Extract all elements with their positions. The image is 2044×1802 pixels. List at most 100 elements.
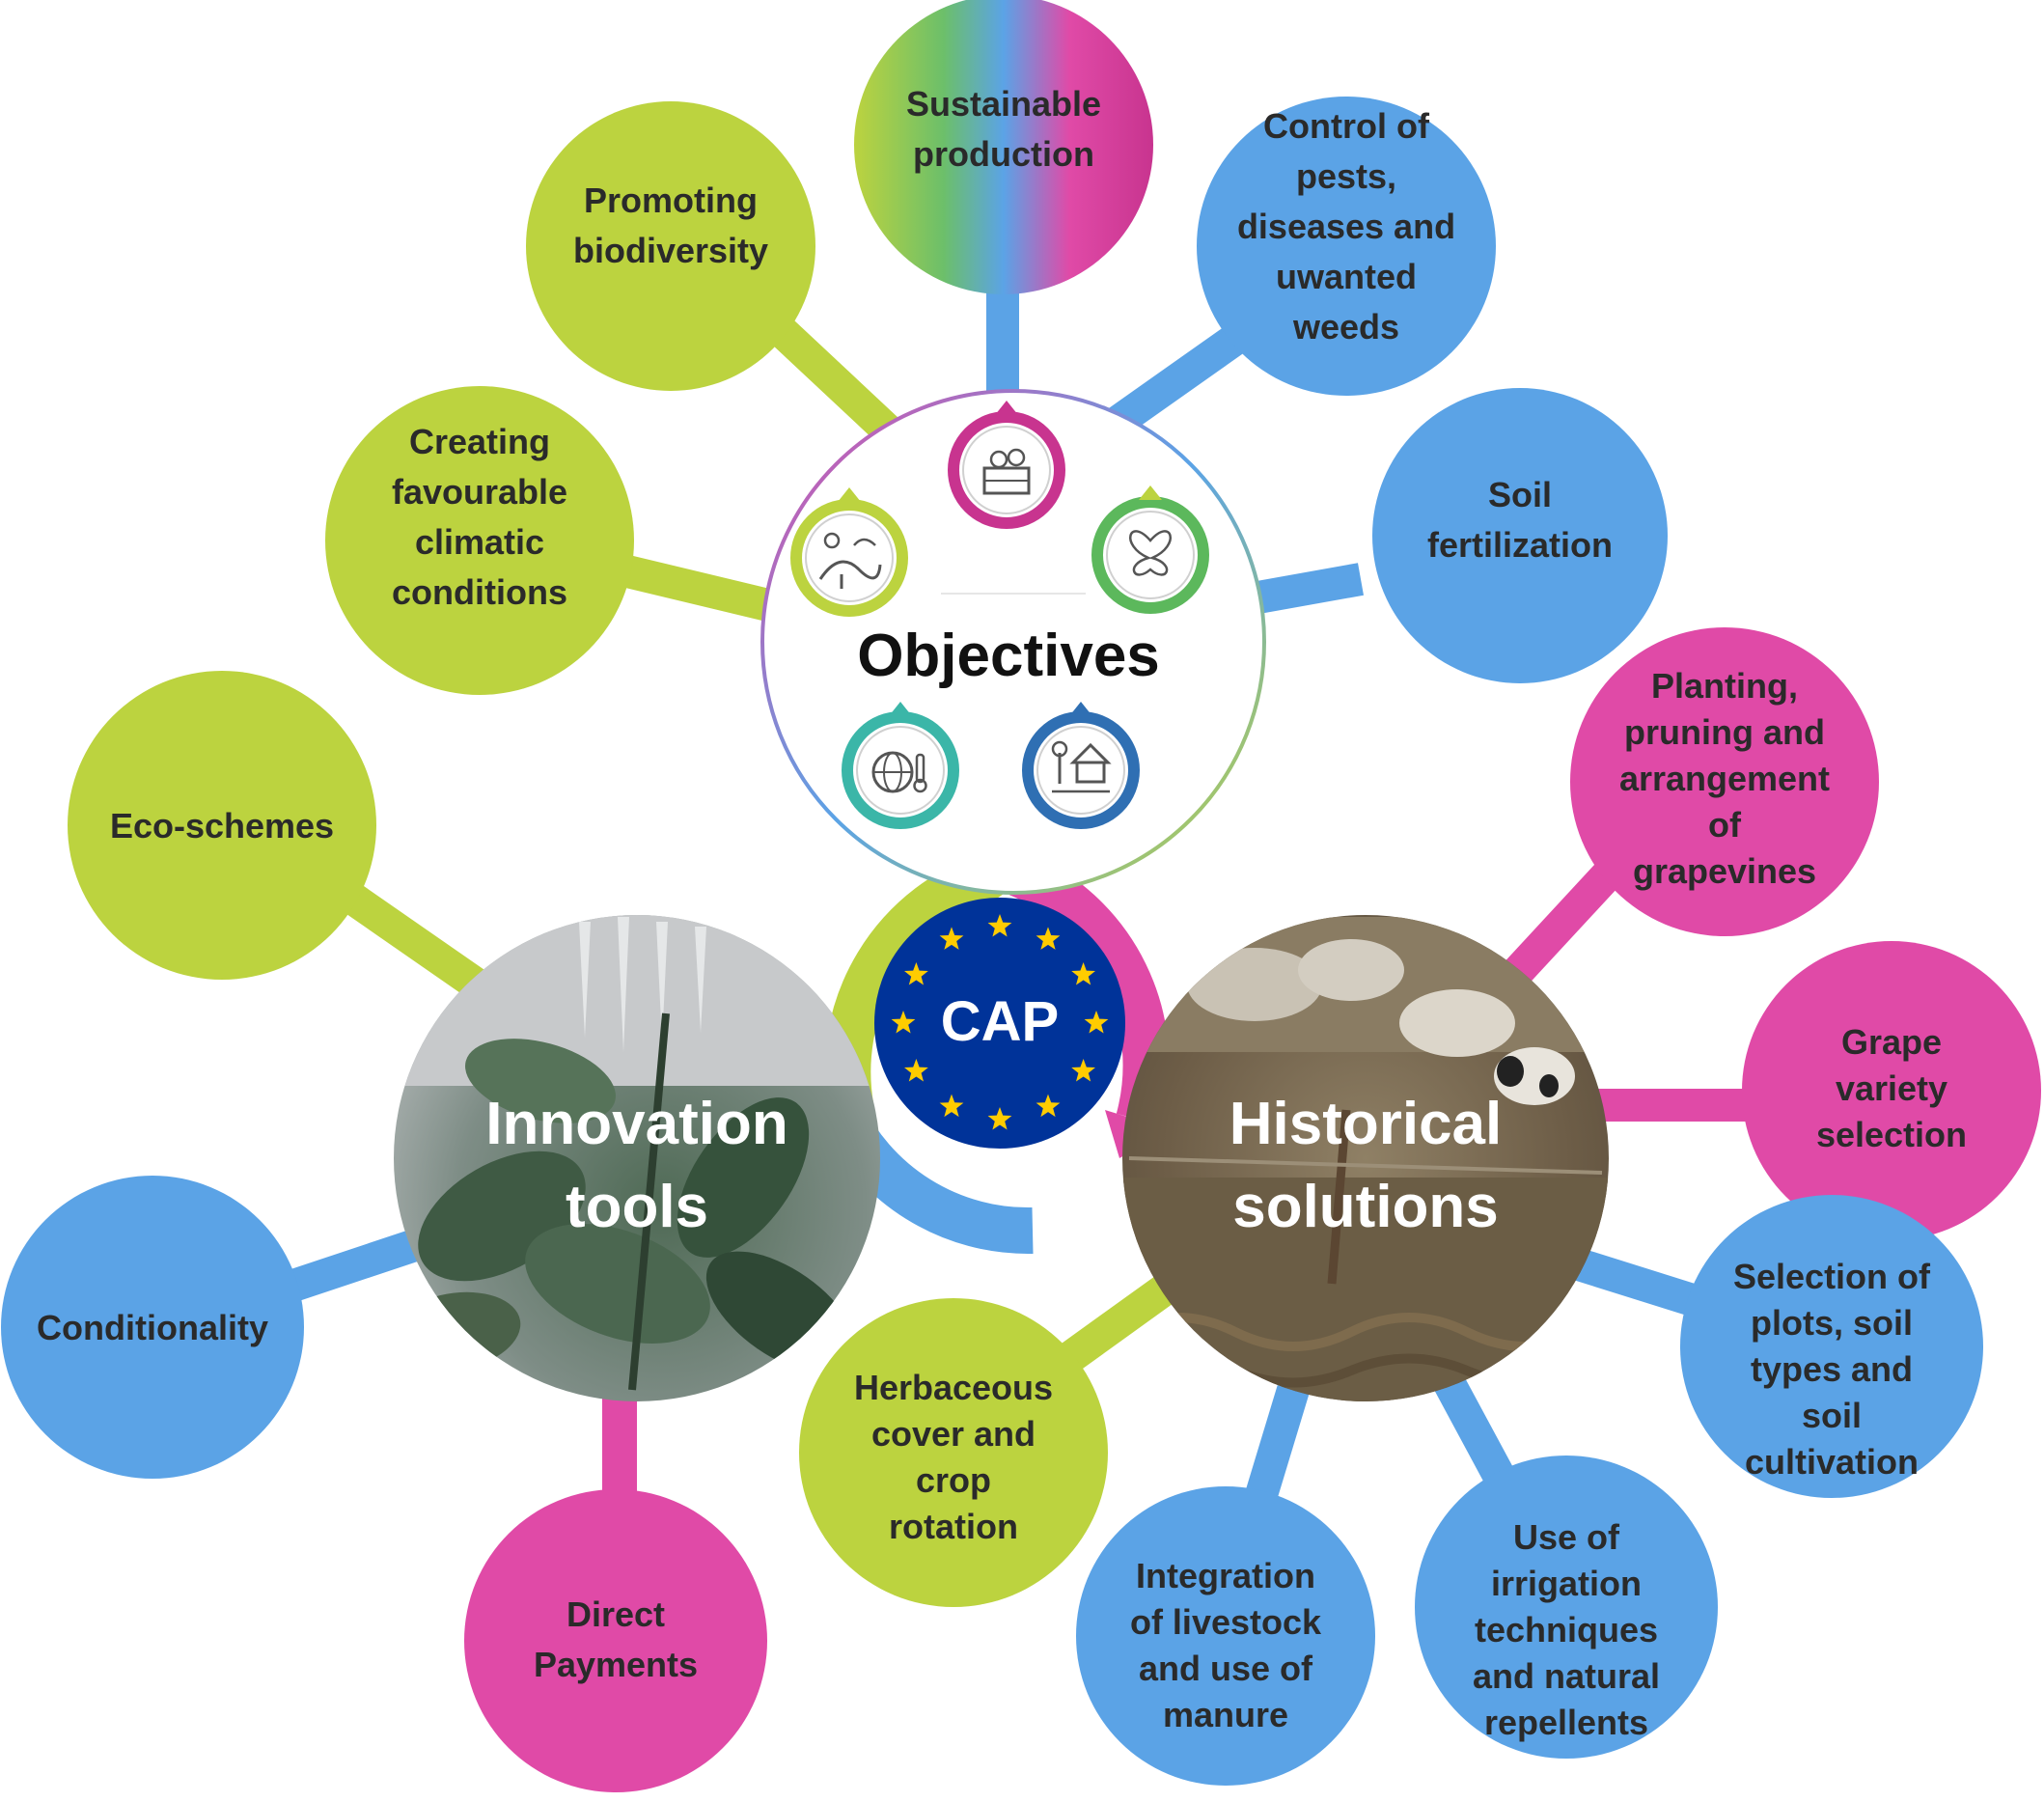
label-line: production — [913, 134, 1094, 174]
eu-star — [1071, 1059, 1095, 1082]
bubble-eco-schemes: Eco-schemes — [68, 671, 376, 980]
bubble-label: Use of irrigation techniques and natural rep… — [1473, 1517, 1660, 1742]
bubble-use-of-irrigation: Use of irrigation techniques and natural rep… — [1415, 1455, 1718, 1759]
bubble-label: Creating favourable climatic conditions — [392, 422, 567, 612]
eu-star — [1036, 1094, 1061, 1118]
bubble-control-of-pests: Control of pests, diseases and uwanted weeds — [1197, 97, 1496, 396]
climate-landscape-icon — [790, 487, 908, 617]
label-line: Promoting — [584, 180, 758, 220]
label-line: repellents — [1484, 1703, 1648, 1742]
cap-eu-emblem: CAP — [874, 898, 1125, 1149]
label-line: fertilization — [1427, 525, 1613, 565]
label-line: crop — [916, 1460, 991, 1500]
label-line: biodiversity — [573, 231, 768, 270]
label-line: solutions — [1232, 1174, 1499, 1240]
farmhouse-icon — [1022, 702, 1140, 829]
label-line: and natural — [1473, 1656, 1660, 1696]
globe-thermometer-icon — [842, 702, 959, 829]
bubble-label: Sustainable production — [906, 84, 1101, 174]
label-line: diseases and — [1237, 207, 1455, 246]
label-line: Direct — [566, 1594, 665, 1634]
label-line: selection — [1816, 1115, 1967, 1154]
eu-star — [1036, 927, 1061, 950]
bubble-planting-pruning: Planting, pruning and arrangement of grapevi… — [1570, 627, 1879, 936]
connector-direct-payments — [602, 1390, 637, 1506]
label-line: Selection of — [1733, 1257, 1931, 1296]
bubble-label: Grape variety selection — [1816, 1022, 1967, 1154]
objectives-hub: Objectives — [760, 389, 1266, 895]
eu-star — [939, 927, 964, 950]
eu-star — [1084, 1011, 1109, 1034]
label-line: grapevines — [1633, 851, 1816, 891]
label-line: Innovation — [485, 1091, 787, 1157]
label-line: conditions — [392, 572, 567, 612]
label-line: Historical — [1229, 1091, 1503, 1157]
label-line: techniques — [1475, 1610, 1658, 1650]
label-line: pests, — [1296, 156, 1396, 196]
label-line: arrangement — [1619, 759, 1830, 798]
eu-star — [904, 1059, 928, 1082]
label-line: cultivation — [1745, 1442, 1919, 1482]
label-line: types and — [1751, 1349, 1913, 1389]
bubble-label: Eco-schemes — [110, 806, 334, 846]
label-line: climatic — [415, 522, 544, 562]
bubble-sustainable-production: Sustainable production — [854, 0, 1153, 294]
bubble-label: Control of pests, diseases and uwanted weeds — [1237, 106, 1455, 347]
eu-star — [891, 1011, 916, 1034]
label-line: tools — [566, 1174, 708, 1240]
historical-solutions-hub: Historical solutions — [1122, 915, 1609, 1401]
label-line: Use of — [1513, 1517, 1620, 1557]
eu-star — [939, 1094, 964, 1118]
label-line: rotation — [889, 1507, 1018, 1546]
label-line: Planting, — [1651, 666, 1798, 706]
bubble-promoting-biodiversity: Promoting biodiversity — [526, 101, 815, 391]
historical-solutions-label: Historical solutions — [1229, 1091, 1503, 1240]
eu-stars — [891, 914, 1109, 1130]
label-line: manure — [1163, 1695, 1288, 1734]
innovation-tools-label: Innovation tools — [485, 1091, 787, 1240]
vineyard-photo — [1122, 917, 1609, 1401]
label-line: variety — [1836, 1068, 1947, 1108]
label-line: Conditionality — [37, 1308, 268, 1347]
eu-star — [904, 962, 928, 985]
bubble-label: Promoting biodiversity — [573, 180, 768, 270]
food-crate-icon — [948, 401, 1065, 529]
bubble-label: Planting, pruning and arrangement of grapevi… — [1619, 666, 1830, 891]
bubble-label: Selection of plots, soil types and soil cult… — [1733, 1257, 1931, 1482]
eu-star — [1071, 962, 1095, 985]
label-line: Creating — [409, 422, 550, 461]
label-line: Grape — [1841, 1022, 1942, 1062]
label-line: Integration — [1136, 1556, 1315, 1595]
bubble-label: Conditionality — [37, 1308, 268, 1347]
eu-star — [987, 1107, 1012, 1130]
label-line: Payments — [534, 1645, 698, 1684]
label-line: uwanted — [1276, 257, 1417, 296]
label-line: plots, soil — [1751, 1303, 1913, 1343]
label-line: favourable — [392, 472, 567, 512]
label-line: irrigation — [1491, 1564, 1642, 1603]
label-line: Eco-schemes — [110, 806, 334, 846]
eu-star — [987, 914, 1012, 937]
label-line: Control of — [1263, 106, 1430, 146]
bubble-grape-variety-selection: Grape variety selection — [1742, 941, 2041, 1240]
label-line: of livestock — [1130, 1602, 1322, 1642]
objectives-label: Objectives — [857, 623, 1160, 689]
innovation-tools-hub: Innovation tools — [394, 915, 880, 1401]
label-line: cover and — [871, 1414, 1036, 1454]
label-line: pruning and — [1624, 712, 1825, 752]
label-line: Sustainable — [906, 84, 1101, 124]
label-line: of — [1708, 805, 1742, 845]
label-line: soil — [1802, 1396, 1862, 1435]
label-line: weeds — [1292, 307, 1399, 347]
bubble-conditionality: Conditionality — [1, 1176, 304, 1479]
